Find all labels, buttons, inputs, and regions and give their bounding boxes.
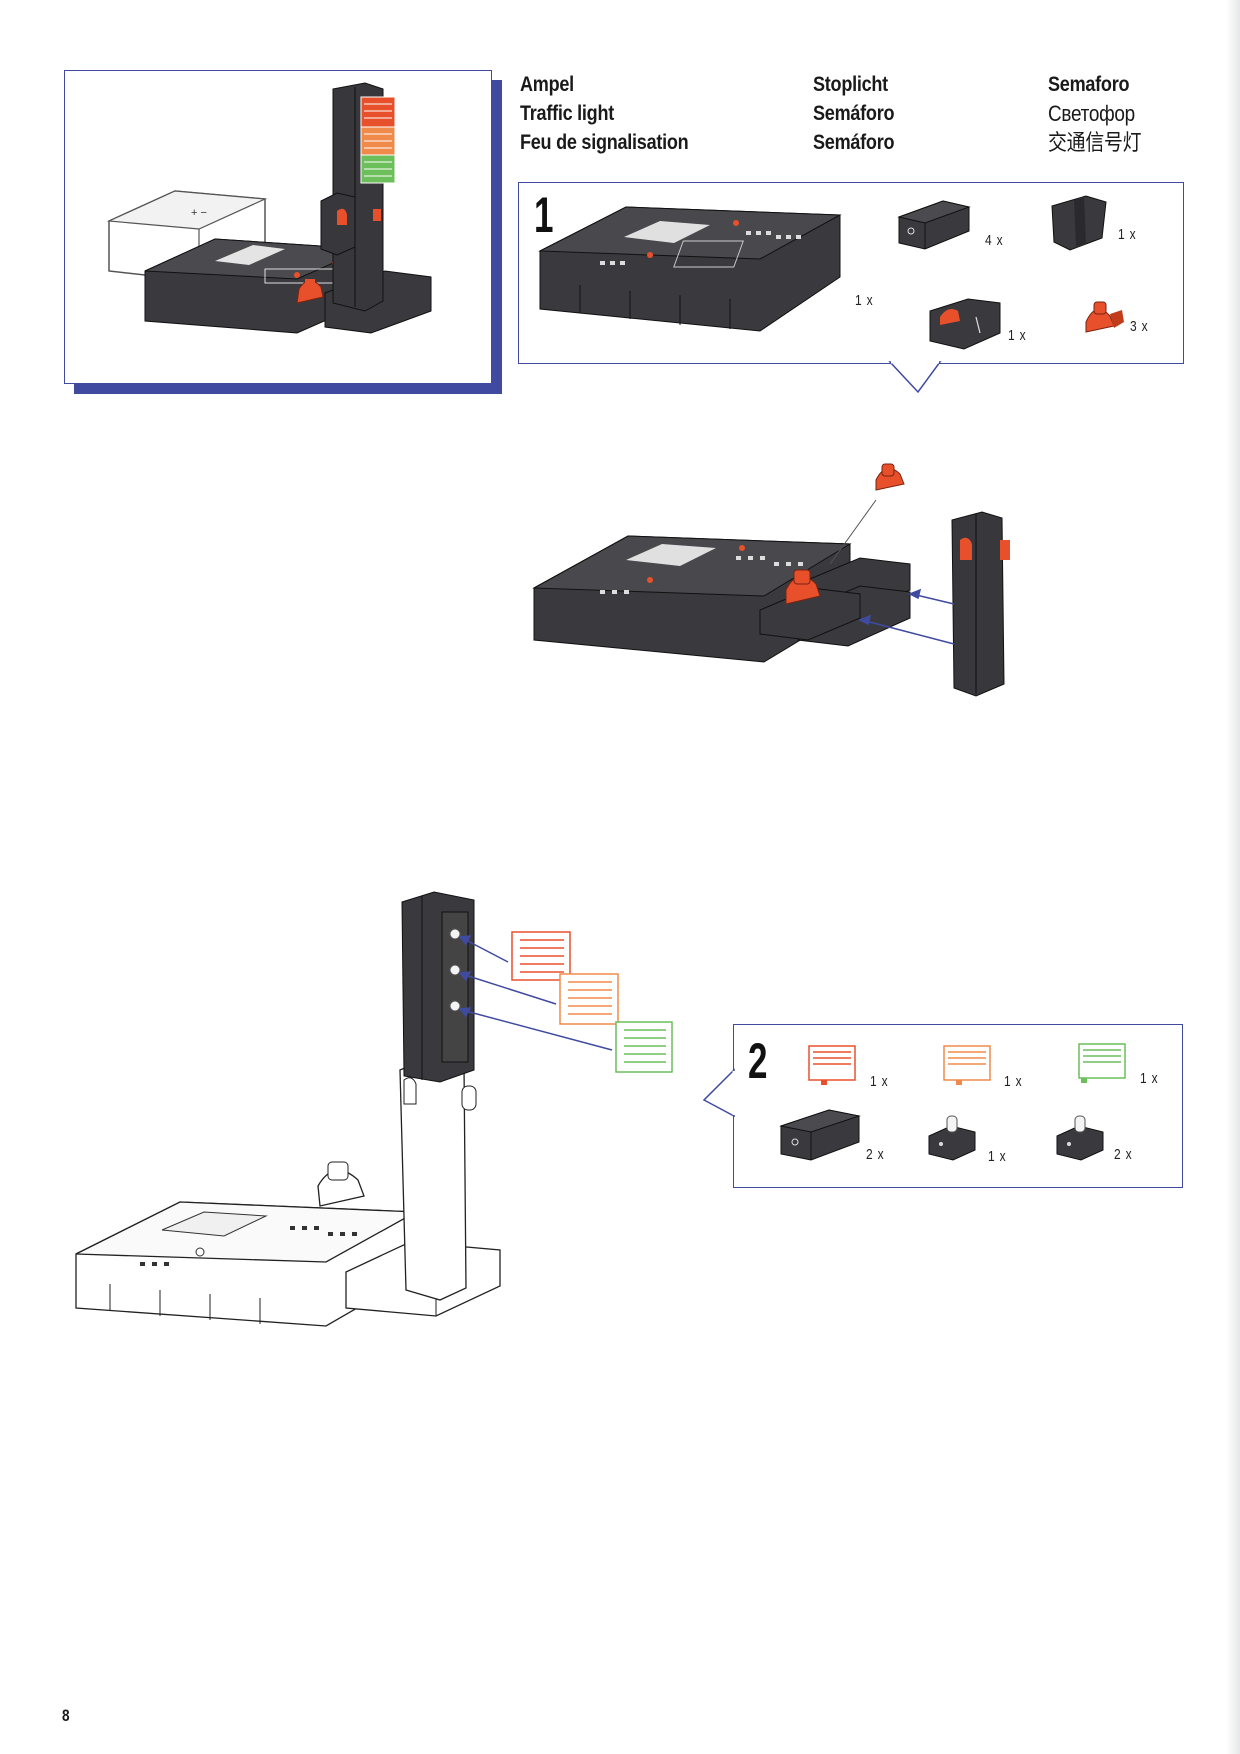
building-block-icon — [779, 1109, 861, 1161]
orange-light-cap-icon — [559, 973, 619, 1025]
svg-text:+ −: + − — [191, 207, 207, 219]
controller-board-icon — [75, 1201, 419, 1327]
page-number: 8 — [62, 1706, 70, 1725]
step1-qty-board: 1 x — [855, 292, 874, 309]
red-clip-icon — [1085, 301, 1124, 333]
step1-qty-switch: 1 x — [1008, 327, 1027, 344]
title-es: Semáforo — [813, 102, 895, 125]
red-light-cap-icon — [808, 1045, 856, 1085]
step1-callout-pointer — [888, 360, 942, 394]
step1-qty-angle: 1 x — [1118, 226, 1137, 243]
angle-block-icon — [1051, 195, 1107, 251]
building-block-icon — [759, 557, 911, 647]
title-column-de-en-fr: Ampel Traffic light Feu de signalisation — [520, 70, 689, 157]
step2-number: 2 — [748, 1033, 768, 1089]
page-edge — [1226, 0, 1240, 1754]
overview-frame: + − — [64, 70, 492, 384]
step1-qty-block: 4 x — [985, 232, 1004, 249]
lamp-socket-icon — [928, 1115, 976, 1161]
traffic-light-pillar — [399, 891, 477, 1301]
title-de: Ampel — [520, 73, 574, 96]
title-nl: Stoplicht — [813, 73, 888, 96]
lamp-socket-icon — [1056, 1115, 1104, 1161]
red-clip-icon — [785, 569, 821, 605]
step1-qty-clip: 3 x — [1130, 318, 1149, 335]
switch-module-icon — [929, 298, 1001, 350]
title-it: Semaforo — [1048, 73, 1130, 96]
step2-qty-lamp1: 1 x — [988, 1148, 1007, 1165]
step2-qty-lamp2: 2 x — [1114, 1146, 1133, 1163]
step1-number: 1 — [534, 187, 554, 243]
red-light-cap-icon — [511, 931, 571, 981]
title-column-it-ru-zh: Semaforo Светофор 交通信号灯 — [1048, 70, 1142, 157]
title-column-nl-es-pt: Stoplicht Semáforo Semáforo — [813, 70, 895, 157]
green-light-cap-icon — [615, 1021, 673, 1073]
step1-assembly-illustration — [532, 463, 1010, 697]
building-block-icon — [897, 200, 971, 250]
orange-light-cap-icon — [943, 1045, 991, 1085]
step2-callout-pointer — [702, 1068, 736, 1118]
step2-qty-red: 1 x — [870, 1073, 889, 1090]
title-fr: Feu de signalisation — [520, 131, 689, 154]
title-ru: Светофор — [1048, 101, 1135, 126]
green-light-cap-icon — [1078, 1043, 1126, 1083]
step2-assembly-illustration — [75, 891, 673, 1327]
red-clip-icon — [875, 463, 905, 491]
step2-qty-green: 1 x — [1140, 1070, 1159, 1087]
traffic-light-pillar — [320, 82, 396, 312]
title-pt: Semáforo — [813, 131, 895, 154]
step2-qty-orange: 1 x — [1004, 1073, 1023, 1090]
traffic-light-model-illustration: + − — [106, 82, 432, 334]
title-zh: 交通信号灯 — [1048, 130, 1142, 155]
title-en: Traffic light — [520, 102, 614, 125]
white-clip-icon — [317, 1161, 365, 1207]
step2-qty-block: 2 x — [866, 1146, 885, 1163]
red-clip-icon — [296, 279, 324, 304]
controller-board-icon — [538, 206, 842, 332]
traffic-light-pillar — [951, 511, 1010, 697]
